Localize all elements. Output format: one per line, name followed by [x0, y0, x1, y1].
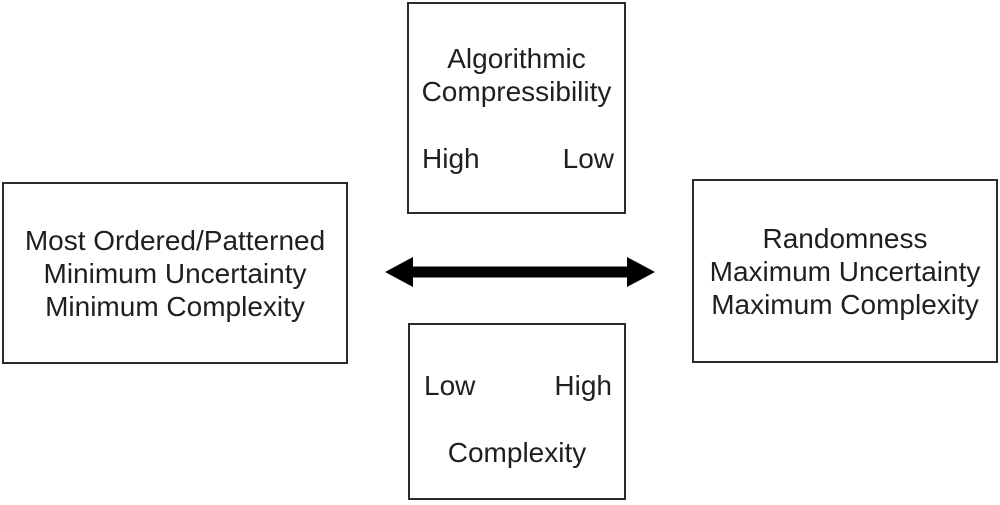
algorithmic-compressibility-box: Algorithmic Compressibility High Low: [407, 2, 626, 214]
complexity-box: Low High Complexity: [408, 323, 626, 500]
complexity-title: Complexity: [447, 437, 587, 468]
randomness-extreme-box: Randomness Maximum Uncertainty Maximum C…: [692, 179, 998, 363]
ordered-line-3: Minimum Complexity: [45, 290, 305, 322]
complexity-high-label: High: [554, 370, 612, 401]
compressibility-high-label: High: [422, 143, 480, 174]
compressibility-scale-labels: High Low: [422, 142, 614, 175]
compressibility-low-label: Low: [562, 143, 614, 174]
complexity-low-label: Low: [424, 370, 476, 401]
title-line-1: Algorithmic: [447, 43, 586, 74]
complexity-scale-labels: Low High: [424, 369, 612, 402]
ordered-line-1: Most Ordered/Patterned: [24, 224, 326, 256]
double-headed-arrow-shape: [385, 257, 655, 287]
ordered-extreme-box: Most Ordered/Patterned Minimum Uncertain…: [2, 182, 348, 364]
algorithmic-compressibility-title: Algorithmic Compressibility: [409, 42, 624, 108]
randomness-line-3: Maximum Complexity: [711, 288, 979, 320]
randomness-line-1: Randomness: [762, 222, 928, 254]
title-line-2: Compressibility: [421, 76, 612, 107]
randomness-line-2: Maximum Uncertainty: [709, 255, 981, 287]
ordered-line-2: Minimum Uncertainty: [43, 257, 307, 289]
